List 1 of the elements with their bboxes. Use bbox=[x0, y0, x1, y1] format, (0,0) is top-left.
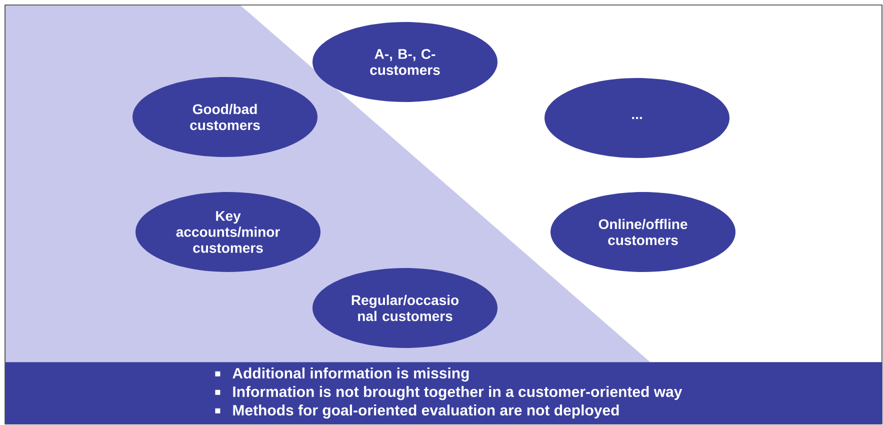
bullet-band: Additional information is missing Information is not brought together in a customer-oriented way Methods for goal-oriented evaluation are not deployed bbox=[5, 362, 882, 424]
